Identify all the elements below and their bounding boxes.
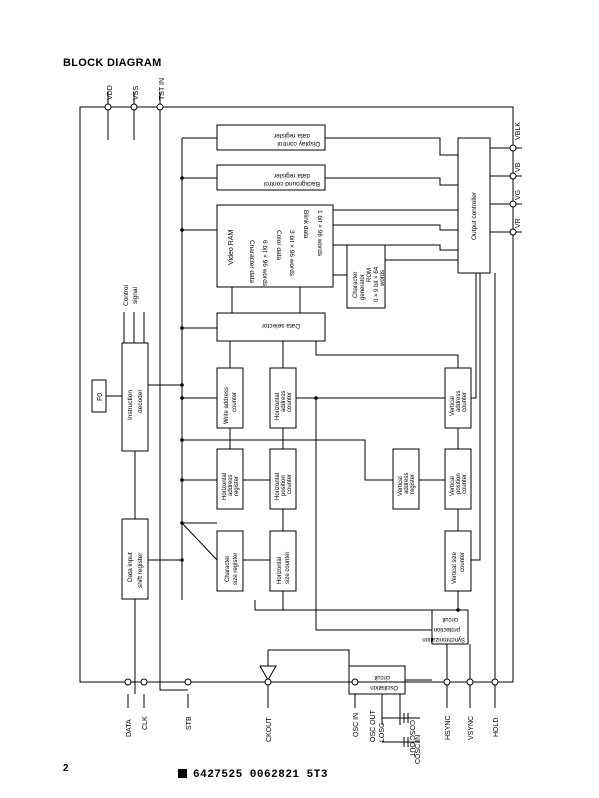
v-address-register-1: Vertical <box>398 476 404 496</box>
pin-vr-label: VR <box>515 218 522 228</box>
pin-ckout-label: CKOUT <box>266 717 273 742</box>
output-controller-label: Output controller <box>471 191 478 240</box>
pin-vblk-label: VBLK <box>515 122 522 140</box>
v-position-counter-1: Vertical <box>450 476 456 496</box>
write-address-counter-2: counter <box>232 392 238 412</box>
instruction-decoder-1: Instruction <box>127 390 134 420</box>
oscillation-circuit-2: circuit <box>374 674 390 680</box>
char-size-register-block <box>216 530 244 592</box>
v-size-counter-2: counter <box>460 552 466 572</box>
h-address-counter-3: counter <box>287 392 293 412</box>
char-gen-rom-1: Character <box>353 272 359 298</box>
pin-hold-label: HOLD <box>493 718 500 737</box>
pin-vb-label: VB <box>515 162 522 172</box>
v-address-register-3: register <box>410 474 416 494</box>
v-position-counter-2: position <box>456 473 462 494</box>
char-size-register-2: size register <box>233 553 239 585</box>
page-number: 2 <box>63 763 69 774</box>
v-address-register-block <box>392 448 420 510</box>
write-address-counter-block <box>216 367 244 429</box>
pin-vss-label: VSS <box>133 86 140 100</box>
write-address-counter-1: Write address <box>224 387 230 424</box>
char-gen-rom-2: generator <box>360 274 366 300</box>
h-address-counter-1: Horizontal <box>275 393 281 420</box>
background-control-label-2: data register <box>273 172 310 179</box>
footer-code-text: 6427525 0062821 5T3 <box>193 769 328 781</box>
background-control-label-1: Background control <box>263 180 320 187</box>
page-title: BLOCK DIAGRAM <box>63 57 162 69</box>
display-control-label-2: data register <box>273 132 310 139</box>
control-signal-label-1: Control <box>123 284 130 306</box>
pin-tst-label: TST IN <box>159 78 166 100</box>
v-address-counter-2: address <box>456 391 462 412</box>
sync-protection-1: Synchronization <box>422 636 465 642</box>
pin-stb-label: STB <box>186 716 193 730</box>
pin-oscin-label: OSC IN <box>353 713 360 737</box>
f0-label: F0 <box>97 393 104 401</box>
v-address-counter-3: counter <box>462 392 468 412</box>
footer-code: 6427525 0062821 5T3 <box>178 768 328 781</box>
pin-hsync-label: HSYNC <box>445 715 452 740</box>
h-size-counter-block <box>269 530 297 592</box>
video-ram-row-1: 1 bit × 96 words <box>316 210 323 257</box>
video-ram-row-3: 3 bit × 96 words <box>288 230 295 277</box>
data-input-shift-block <box>121 518 149 600</box>
instruction-decoder-block <box>121 342 149 452</box>
h-address-counter-2: address <box>281 391 287 412</box>
v-address-register-2: address <box>404 473 410 494</box>
char-size-register-1: Character <box>225 556 231 582</box>
pin-losc-label: LOSC <box>379 723 386 742</box>
data-selector-block <box>216 312 326 342</box>
h-position-counter-2: position <box>281 475 287 496</box>
sync-protection-3: circuit <box>442 616 458 622</box>
video-ram-row-4: Color data <box>275 230 282 260</box>
v-size-counter-block <box>444 530 472 592</box>
data-selector-label: Data selector <box>261 322 300 329</box>
data-input-shift-2: shift register <box>137 552 144 588</box>
output-controller-block <box>457 137 491 274</box>
display-control-label-1: Display control <box>277 140 320 147</box>
h-position-counter-1: Horizontal <box>275 473 281 500</box>
h-address-register-3: register <box>234 476 240 496</box>
data-input-shift-1: Data input <box>127 552 134 582</box>
pin-clk-label: CLK <box>142 716 149 730</box>
pin-vg-label: VG <box>515 190 522 200</box>
oscillation-circuit-1: Oscillation <box>370 684 398 690</box>
sync-protection-block <box>431 609 469 645</box>
pin-coscout-label: COSC OUT <box>408 720 415 758</box>
char-gen-rom-3: ROM <box>367 268 373 282</box>
footer-square-icon <box>178 768 187 778</box>
pin-oscout-label: OSC OUT <box>370 709 377 742</box>
h-address-register-2: address <box>228 475 234 496</box>
chip-outline <box>79 106 514 683</box>
video-ram-title: Video RAM <box>228 230 235 265</box>
sync-protection-2: protection <box>434 626 460 632</box>
h-address-register-1: Horizontal <box>222 473 228 500</box>
h-size-counter-1: Horizontal <box>277 557 283 584</box>
video-ram-row-2: Blink data <box>302 210 309 239</box>
pin-data-label: DATA <box>126 719 133 737</box>
char-gen-rom-4: 0 × 9 bit × 64 <box>374 266 380 302</box>
h-size-counter-2: size counter <box>285 552 291 584</box>
video-ram-block <box>216 204 334 288</box>
h-position-counter-3: counter <box>287 474 293 494</box>
pin-vdd-label: VDD <box>107 85 114 100</box>
v-size-counter-1: Vertical size <box>452 551 458 584</box>
v-position-counter-3: counter <box>462 474 468 494</box>
video-ram-row-6: Character data <box>248 240 255 283</box>
pin-vsync-label: VSYNC <box>468 716 475 740</box>
pin-coscin-label: COSC IN <box>415 735 422 764</box>
control-signal-label-2: signal <box>132 286 139 304</box>
v-address-counter-1: Vertical <box>450 396 456 416</box>
char-gen-rom-5: words <box>380 270 386 287</box>
video-ram-row-5: 6 bit × 96 words <box>261 240 268 287</box>
instruction-decoder-2: decoder <box>137 389 144 413</box>
